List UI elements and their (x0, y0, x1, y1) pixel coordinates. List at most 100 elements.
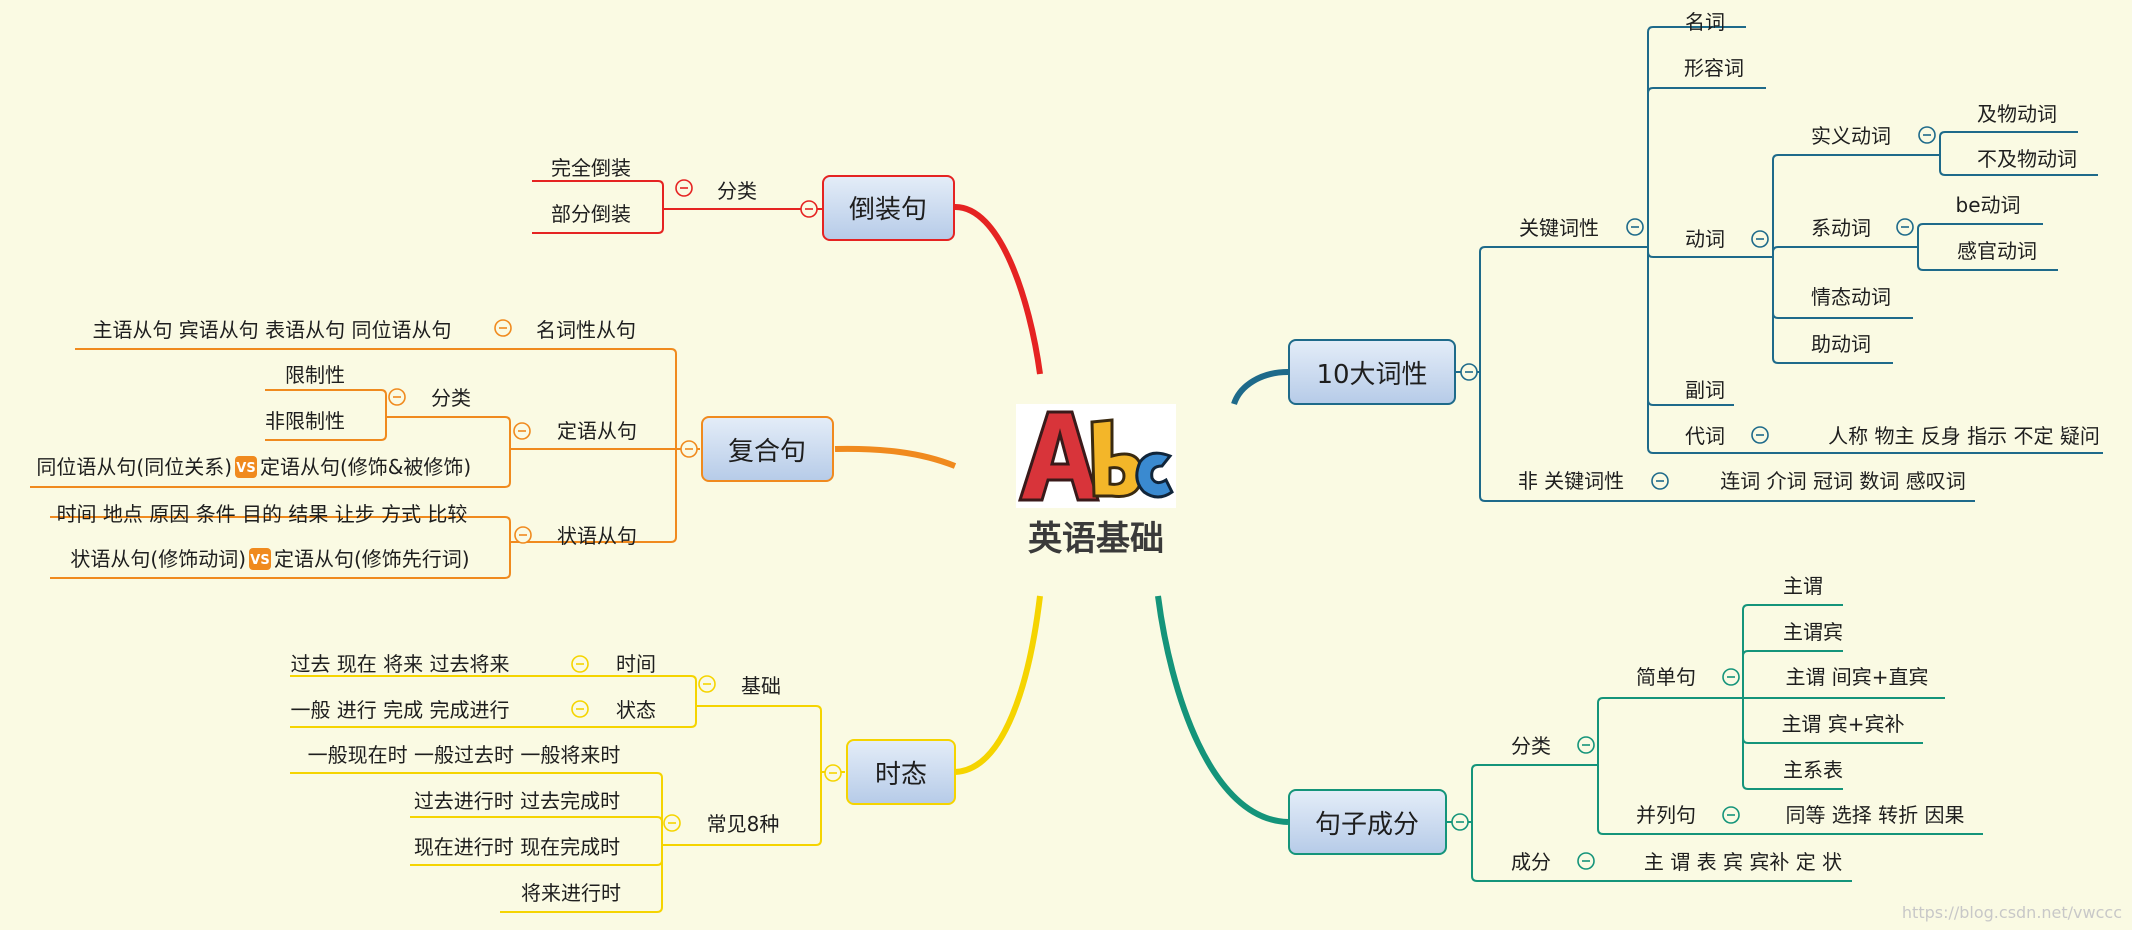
common8-item-3: 现在进行时 现在完成时 (414, 835, 620, 859)
noun-clause-label: 名词性从句 (536, 318, 636, 342)
linking-verb-label: 系动词 (1811, 216, 1871, 240)
verb-label: 动词 (1685, 227, 1725, 251)
pos-title: 10大词性 (1316, 360, 1427, 390)
sentence-trunk (1158, 596, 1288, 822)
vs-text: VS (250, 553, 269, 568)
simple-sentence-label: 简单句 (1636, 665, 1696, 689)
vs-text: VS (236, 461, 255, 476)
inversion-title: 倒装句 (849, 195, 927, 225)
simple-item-5: 主系表 (1783, 758, 1843, 782)
noun-clause-items: 主语从句 宾语从句 表语从句 同位语从句 (92, 318, 451, 342)
inversion-full-label: 完全倒装 (551, 156, 631, 180)
state-label: 状态 (616, 698, 656, 722)
appositive-vs-right: 定语从句(修饰&被修饰) (260, 455, 471, 479)
collapse-toggle[interactable] (1723, 807, 1739, 823)
inversion-partial-label: 部分倒装 (551, 202, 631, 226)
center-node[interactable]: 英语基础 (1016, 404, 1176, 559)
key-pos-label: 关键词性 (1519, 216, 1599, 240)
key-link-adj (1648, 88, 1766, 247)
verb-link-linking (1773, 247, 1918, 257)
be-verb-label: be动词 (1956, 193, 2021, 217)
tense-trunk (955, 596, 1040, 772)
collapse-toggle[interactable] (1919, 127, 1935, 143)
collapse-toggle[interactable] (1723, 669, 1739, 685)
sentence-link-classify (1472, 765, 1598, 822)
verb-link-notional (1773, 155, 1940, 257)
sentence-title: 句子成分 (1315, 810, 1419, 840)
collapse-toggle[interactable] (1461, 364, 1477, 380)
collapse-toggle[interactable] (572, 656, 588, 672)
collapse-toggle[interactable] (1578, 853, 1594, 869)
components-items: 主 谓 表 宾 宾补 定 状 (1644, 850, 1842, 874)
simple-item-4: 主谓 宾+宾补 (1781, 712, 1904, 736)
state-items: 一般 进行 完成 完成进行 (290, 698, 509, 722)
tense-link-basics (696, 706, 821, 772)
collapse-toggle[interactable] (495, 320, 511, 336)
vs-icon: VS (235, 456, 257, 478)
notional-verb-label: 实义动词 (1811, 124, 1891, 148)
collapse-toggle[interactable] (664, 815, 680, 831)
collapse-toggle[interactable] (515, 527, 531, 543)
collapse-toggle[interactable] (699, 676, 715, 692)
collapse-toggle[interactable] (825, 765, 841, 781)
adverb-label: 副词 (1685, 378, 1725, 402)
collapse-toggle[interactable] (1578, 737, 1594, 753)
collapse-toggle[interactable] (1897, 219, 1913, 235)
nonkey-pos-label: 非 关键词性 (1518, 469, 1624, 493)
attributive-label: 定语从句 (557, 419, 637, 443)
collapse-toggle[interactable] (676, 180, 692, 196)
attr-classify-label: 分类 (431, 386, 471, 410)
center-title: 英语基础 (1028, 519, 1164, 559)
simple-item-2: 主谓宾 (1783, 620, 1843, 644)
attr-link-classify (386, 417, 510, 449)
collapse-toggle[interactable] (1752, 427, 1768, 443)
inversion-classify-label: 分类 (717, 179, 757, 203)
simple-item-3: 主谓 间宾+直宾 (1785, 665, 1928, 689)
common8-label: 常见8种 (707, 812, 780, 836)
basics-label: 基础 (741, 674, 781, 698)
time-label: 时间 (616, 652, 656, 676)
adverbial-vs-left: 状语从句(修饰动词) (70, 547, 246, 571)
pos-trunk (1234, 372, 1288, 404)
simple-item-1: 主谓 (1783, 574, 1823, 598)
modal-verb-label: 情态动词 (1811, 285, 1891, 309)
collapse-toggle[interactable] (801, 201, 817, 217)
sense-verb-label: 感官动词 (1957, 239, 2037, 263)
nonrestrictive-label: 非限制性 (265, 409, 345, 433)
pos-link-key (1480, 247, 1648, 372)
adverbial-label: 状语从句 (557, 524, 637, 548)
restrictive-label: 限制性 (285, 363, 345, 387)
adjective-label: 形容词 (1684, 56, 1744, 80)
collapse-toggle[interactable] (1752, 231, 1768, 247)
inversion-trunk (954, 207, 1040, 374)
tense-title: 时态 (875, 760, 927, 790)
compound-sentence-items: 同等 选择 转折 因果 (1785, 803, 1964, 827)
transitive-label: 及物动词 (1977, 102, 2057, 126)
adverbial-items: 时间 地点 原因 条件 目的 结果 让步 方式 比较 (57, 502, 468, 526)
collapse-toggle[interactable] (681, 441, 697, 457)
collapse-toggle[interactable] (572, 701, 588, 717)
collapse-toggle[interactable] (389, 389, 405, 405)
collapse-toggle[interactable] (1627, 219, 1643, 235)
compound-trunk (835, 449, 955, 466)
common8-item-4: 将来进行时 (521, 881, 621, 905)
collapse-toggle[interactable] (1452, 814, 1468, 830)
pronoun-label: 代词 (1685, 424, 1725, 448)
sentence-classify-label: 分类 (1511, 734, 1551, 758)
compound-sentence-label: 并列句 (1636, 803, 1696, 827)
classify-link-simple (1598, 698, 1743, 765)
branch-sentence (1158, 596, 1983, 881)
time-items: 过去 现在 将来 过去将来 (290, 652, 509, 676)
intransitive-label: 不及物动词 (1977, 147, 2077, 171)
adverbial-vs-right: 定语从句(修饰先行词) (274, 547, 470, 571)
pronoun-items: 人称 物主 反身 指示 不定 疑问 (1828, 424, 2100, 448)
vs-icon: VS (249, 548, 271, 570)
auxiliary-verb-label: 助动词 (1811, 332, 1871, 356)
key-link-pronoun (1648, 247, 2103, 453)
components-label: 成分 (1511, 850, 1551, 874)
noun-label: 名词 (1685, 10, 1725, 34)
collapse-toggle[interactable] (1652, 473, 1668, 489)
nonkey-pos-items: 连词 介词 冠词 数词 感叹词 (1720, 469, 1965, 493)
collapse-toggle[interactable] (514, 423, 530, 439)
